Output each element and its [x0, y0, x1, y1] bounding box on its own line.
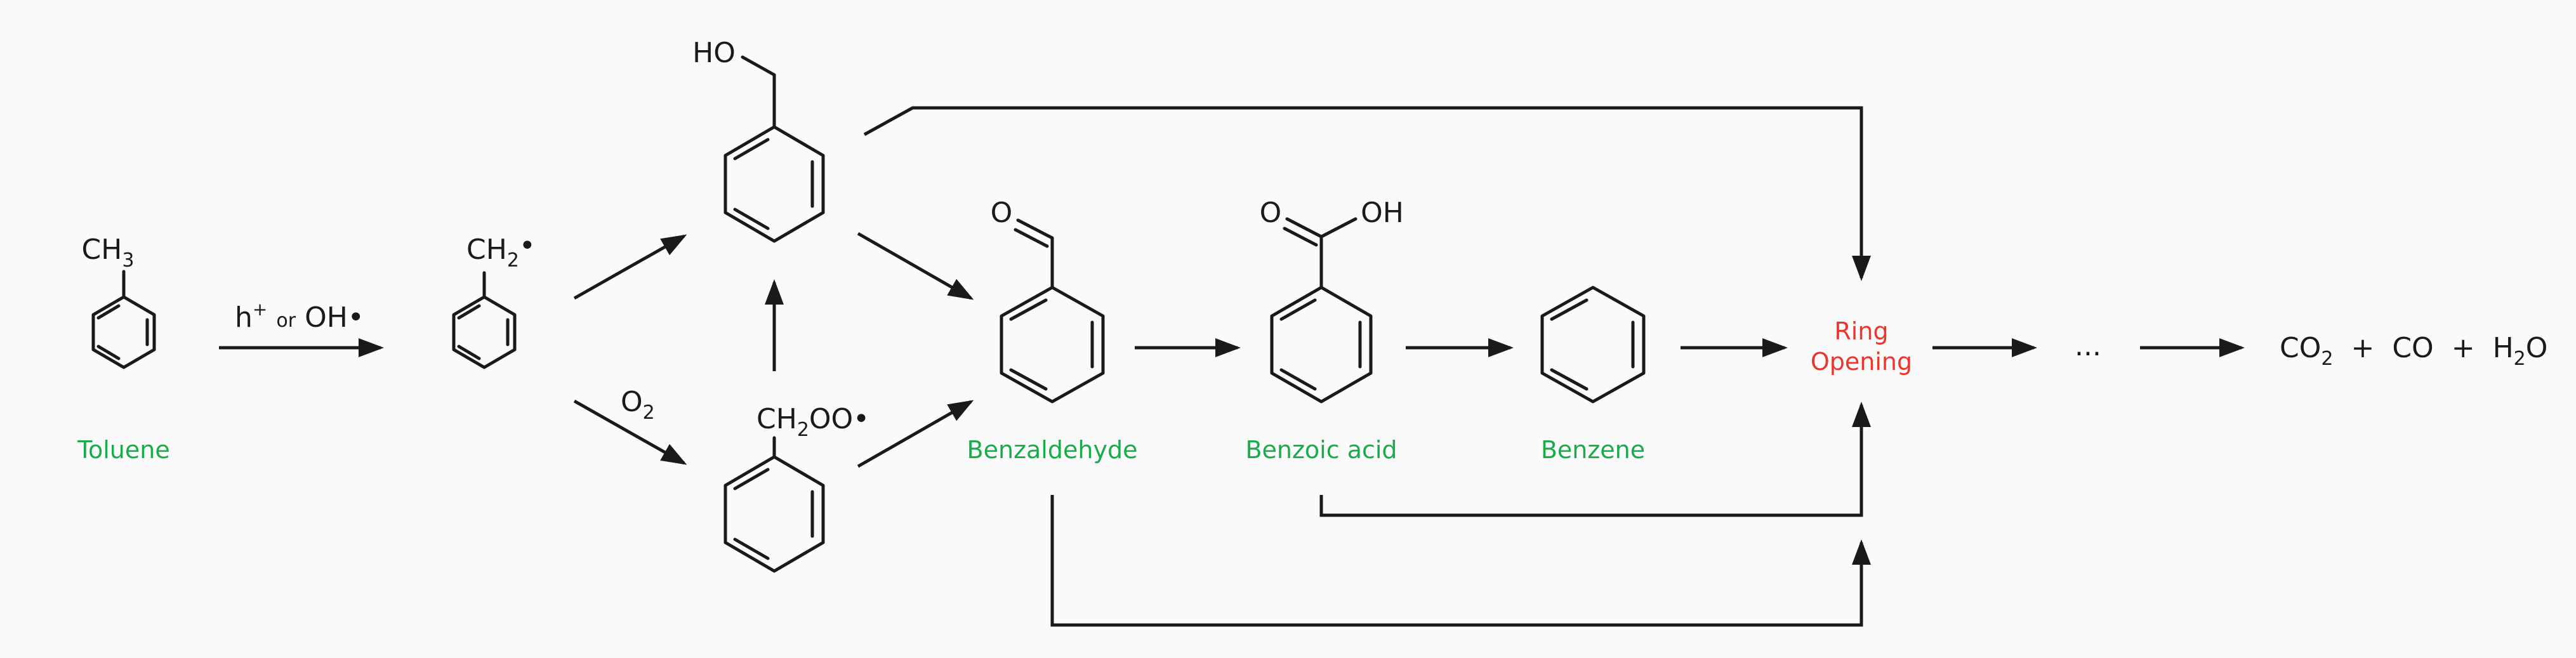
path-benzoic-acid-to-ring-opening: [1319, 402, 1871, 517]
toluene-molecule: CH3 Toluene: [77, 234, 170, 464]
peroxy-group-label: CH2OO•: [756, 403, 869, 441]
carbonyl-oxygen-label: O: [991, 197, 1013, 229]
arrow-peroxy-to-benzaldehyde: [857, 400, 974, 468]
toluene-name-label: Toluene: [77, 436, 170, 464]
benzaldehyde-molecule: O Benzaldehyde: [967, 197, 1138, 464]
benzaldehyde-name-label: Benzaldehyde: [967, 436, 1138, 464]
benzene-name-label: Benzene: [1541, 436, 1645, 464]
path-benzaldehyde-to-ring-opening: [1050, 495, 1871, 627]
benzene-ring: [1000, 286, 1105, 404]
ring-opening-label: Ring: [1834, 317, 1888, 345]
carbonyl-oxygen-label: O: [1260, 197, 1282, 229]
benzene-molecule: Benzene: [1540, 286, 1646, 464]
arrow-alcohol-to-benzaldehyde: [857, 232, 974, 300]
benzylperoxy-radical-molecule: CH2OO•: [723, 403, 869, 573]
ring-opening-label-line2: Opening: [1811, 348, 1912, 376]
benzene-ring: [1270, 286, 1373, 404]
benzyl-alcohol-molecule: HO: [692, 37, 825, 243]
final-products-label: CO2+CO+H2O: [2280, 332, 2547, 370]
benzoic-acid-name-label: Benzoic acid: [1245, 436, 1397, 464]
benzene-ring: [723, 455, 825, 573]
arrow-radical-to-alcohol: [573, 234, 687, 300]
hydroxyl-group-label: HO: [692, 37, 736, 69]
benzene-ring: [91, 295, 156, 369]
benzyl-radical-molecule: CH2•: [452, 230, 536, 369]
path-alcohol-to-ring-opening: [863, 106, 1871, 281]
methylene-radical-label: CH2•: [466, 230, 536, 272]
oxygen-condition-label: O2: [621, 386, 655, 424]
intermediates-ellipsis: ...: [2075, 330, 2101, 362]
methyl-group-label: CH3: [82, 234, 135, 272]
benzene-ring: [1540, 286, 1646, 404]
arrow-radical-to-peroxy: [573, 399, 687, 465]
benzoic-acid-molecule: O OH Benzoic acid: [1245, 197, 1403, 464]
benzene-ring: [723, 125, 825, 243]
hydroxyl-group-label: OH: [1361, 197, 1404, 229]
benzene-ring: [452, 295, 517, 369]
